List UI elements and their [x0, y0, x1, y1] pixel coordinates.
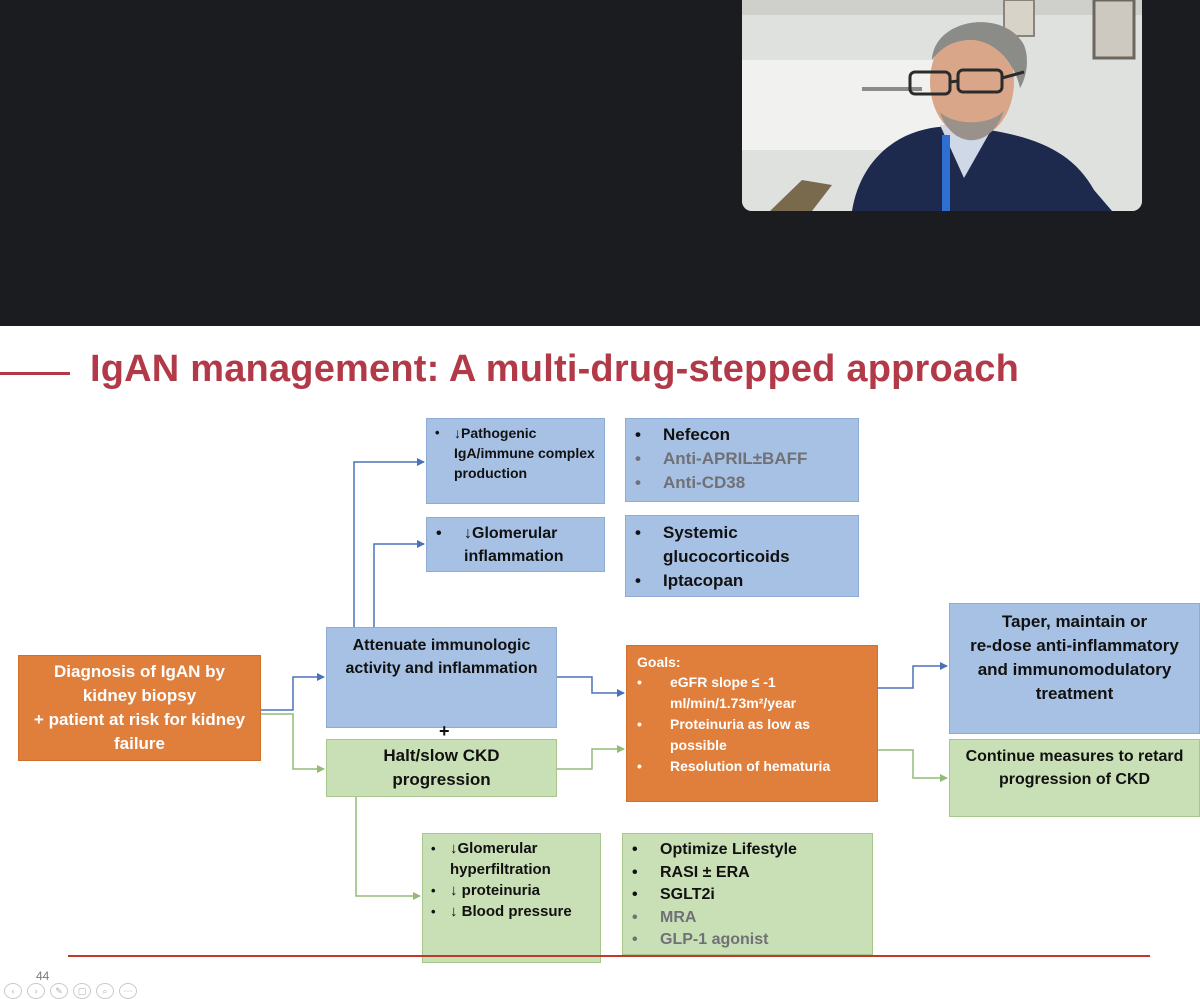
presentation-slide: IgAN management: A multi-drug-stepped ap… [0, 326, 1200, 999]
arrow-attenuate-to-goals [557, 676, 625, 697]
arrow-diagnosis-to-attenuate [261, 673, 325, 711]
title-accent-line [0, 372, 70, 375]
drug-item: Iptacopan [626, 569, 858, 593]
plus-sign: + [439, 721, 450, 741]
ckd-drugs-box: Optimize LifestyleRASI ± ERASGLT2iMRAGLP… [622, 833, 873, 955]
previous-slide-icon[interactable]: ‹ [4, 983, 22, 999]
pen-icon[interactable]: ✎ [50, 983, 68, 999]
hyperfiltration-box: ↓Glomerular hyperfiltration ↓ proteinuri… [422, 833, 601, 963]
arrow-halt-to-hyperfiltration [355, 797, 421, 900]
inflammation-drug-list: Systemic glucocorticoidsIptacopan [626, 521, 858, 593]
pathogenic-drug-list: NefeconAnti-APRIL±BAFFAnti-CD38 [626, 423, 858, 495]
inflammation-box: ↓Glomerular inflammation [426, 517, 605, 572]
zoom-icon[interactable]: ⌕ [96, 983, 114, 999]
arrow-goals-to-taper [878, 662, 948, 689]
drug-item: RASI ± ERA [623, 862, 872, 885]
drug-item: SGLT2i [623, 884, 872, 907]
slide-viewer-controls: ‹ › ✎ ▢ ⌕ ⋯ [4, 983, 137, 999]
diagnosis-box: Diagnosis of IgAN by kidney biopsy + pat… [18, 655, 261, 761]
next-slide-icon[interactable]: › [27, 983, 45, 999]
slide-title: IgAN management: A multi-drug-stepped ap… [90, 348, 1019, 390]
arrow-halt-to-goals [557, 745, 625, 770]
pathogenic-iga-box: ↓Pathogenic IgA/immune complex productio… [426, 418, 605, 504]
arrow-to-inflammation [373, 540, 425, 627]
drug-item: MRA [623, 907, 872, 930]
slide-page-number: 44 [36, 969, 50, 983]
inflammation-drugs-box: Systemic glucocorticoidsIptacopan [625, 515, 859, 597]
more-options-icon[interactable]: ⋯ [119, 983, 137, 999]
video-area [0, 0, 1200, 326]
drug-item: Anti-CD38 [626, 471, 858, 495]
participant-figure [742, 0, 1142, 211]
drug-item: GLP-1 agonist [623, 929, 872, 952]
pathogenic-drugs-box: NefeconAnti-APRIL±BAFFAnti-CD38 [625, 418, 859, 502]
drug-item: Anti-APRIL±BAFF [626, 447, 858, 471]
drug-item: Systemic glucocorticoids [626, 521, 858, 569]
arrow-goals-to-continue [878, 749, 948, 782]
connector-arrows [261, 458, 948, 900]
ckd-drug-list: Optimize LifestyleRASI ± ERASGLT2iMRAGLP… [623, 839, 872, 952]
arrow-diagnosis-to-halt [261, 713, 325, 773]
arrow-to-pathogenic [353, 458, 425, 627]
footer-line [68, 955, 1150, 957]
slides-grid-icon[interactable]: ▢ [73, 983, 91, 999]
attenuate-box: Attenuate immunologic activity and infla… [326, 627, 557, 728]
drug-item: Nefecon [626, 423, 858, 447]
drug-item: Optimize Lifestyle [623, 839, 872, 862]
continue-measures-box: Continue measures to retard progression … [949, 739, 1200, 817]
halt-ckd-box: Halt/slow CKD progression [326, 739, 557, 797]
taper-box: Taper, maintain or re-dose anti-inflamma… [949, 603, 1200, 734]
goals-box: Goals: eGFR slope ≤ -1 ml/min/1.73m²/yea… [626, 645, 878, 802]
participant-video[interactable] [742, 0, 1142, 211]
